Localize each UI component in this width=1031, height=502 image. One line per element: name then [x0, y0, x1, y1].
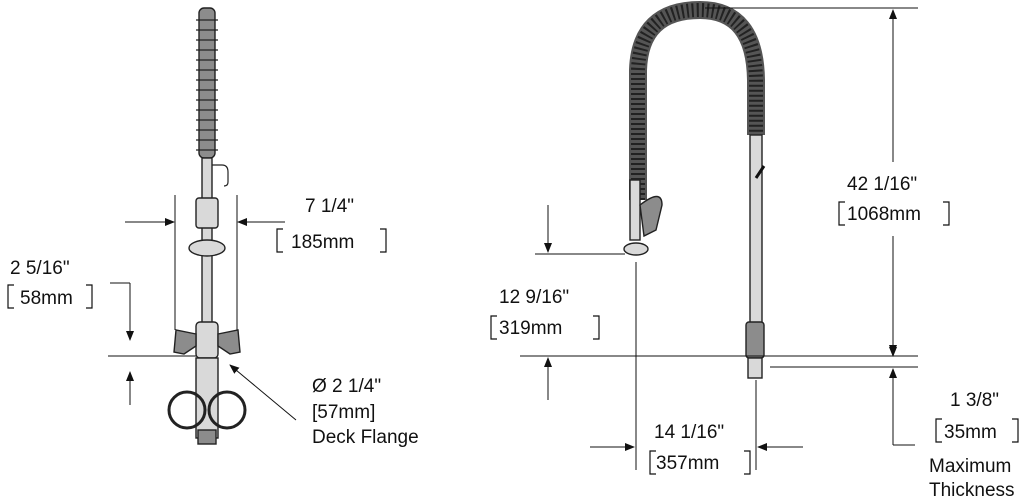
max-thickness-label-line1: Maximum [929, 456, 1011, 477]
front-valve-body [195, 197, 219, 229]
flange-height-metric: 58mm [20, 288, 73, 309]
side-spring-coil [629, 0, 765, 200]
side-shank [747, 357, 763, 379]
deck-flange-label: Deck Flange [312, 427, 419, 448]
front-left-handle [173, 329, 197, 355]
side-spray-stem [629, 179, 641, 241]
side-spray-handle [639, 195, 663, 238]
max-thickness-label-line2: Thickness [929, 480, 1015, 501]
dimension-handle-spread: 7 1/4" 185mm [125, 195, 387, 330]
dimension-spout-height: 12 9/16" 319mm [490, 205, 625, 400]
max-thickness-metric: 35mm [944, 422, 997, 443]
front-wall-hook [208, 164, 229, 187]
max-thickness-imperial: 1 3/8" [950, 390, 999, 411]
spout-height-imperial: 12 9/16" [499, 287, 569, 308]
flange-height-imperial: 2 5/16" [10, 258, 70, 279]
overall-height-metric: 1068mm [847, 204, 921, 225]
dimension-flange-height: 2 5/16" 58mm [7, 258, 196, 405]
front-mid-flange [188, 239, 226, 257]
handle-spread-imperial: 7 1/4" [305, 196, 354, 217]
deck-flange-imperial: Ø 2 1/4" [312, 376, 381, 397]
front-mixing-body [195, 321, 219, 359]
front-left-supply-loop [167, 390, 207, 430]
deck-flange-metric: [57mm] [312, 402, 375, 423]
reach-imperial: 14 1/16" [654, 422, 724, 443]
front-right-supply-loop [207, 390, 247, 430]
spout-height-metric: 319mm [499, 318, 562, 339]
front-view-faucet [167, 7, 247, 445]
dimension-overall-height: 42 1/16" 1068mm [705, 7, 950, 357]
reach-metric: 357mm [656, 453, 719, 474]
handle-spread-metric: 185mm [291, 232, 354, 253]
front-spring-coil [196, 7, 218, 159]
side-view-faucet [623, 0, 766, 379]
side-riser-tube [749, 134, 763, 326]
dimension-reach: 14 1/16" 357mm [590, 262, 803, 475]
dimension-max-thickness: 1 3/8" 35mm Maximum Thickness [889, 310, 1019, 501]
front-inlet-nut [197, 429, 217, 445]
side-spray-head [623, 242, 649, 256]
dimension-deck-flange: Ø 2 1/4" [57mm] Deck Flange [229, 364, 419, 448]
overall-height-imperial: 42 1/16" [847, 174, 917, 195]
front-right-handle [217, 329, 241, 355]
side-base-body [745, 321, 765, 359]
